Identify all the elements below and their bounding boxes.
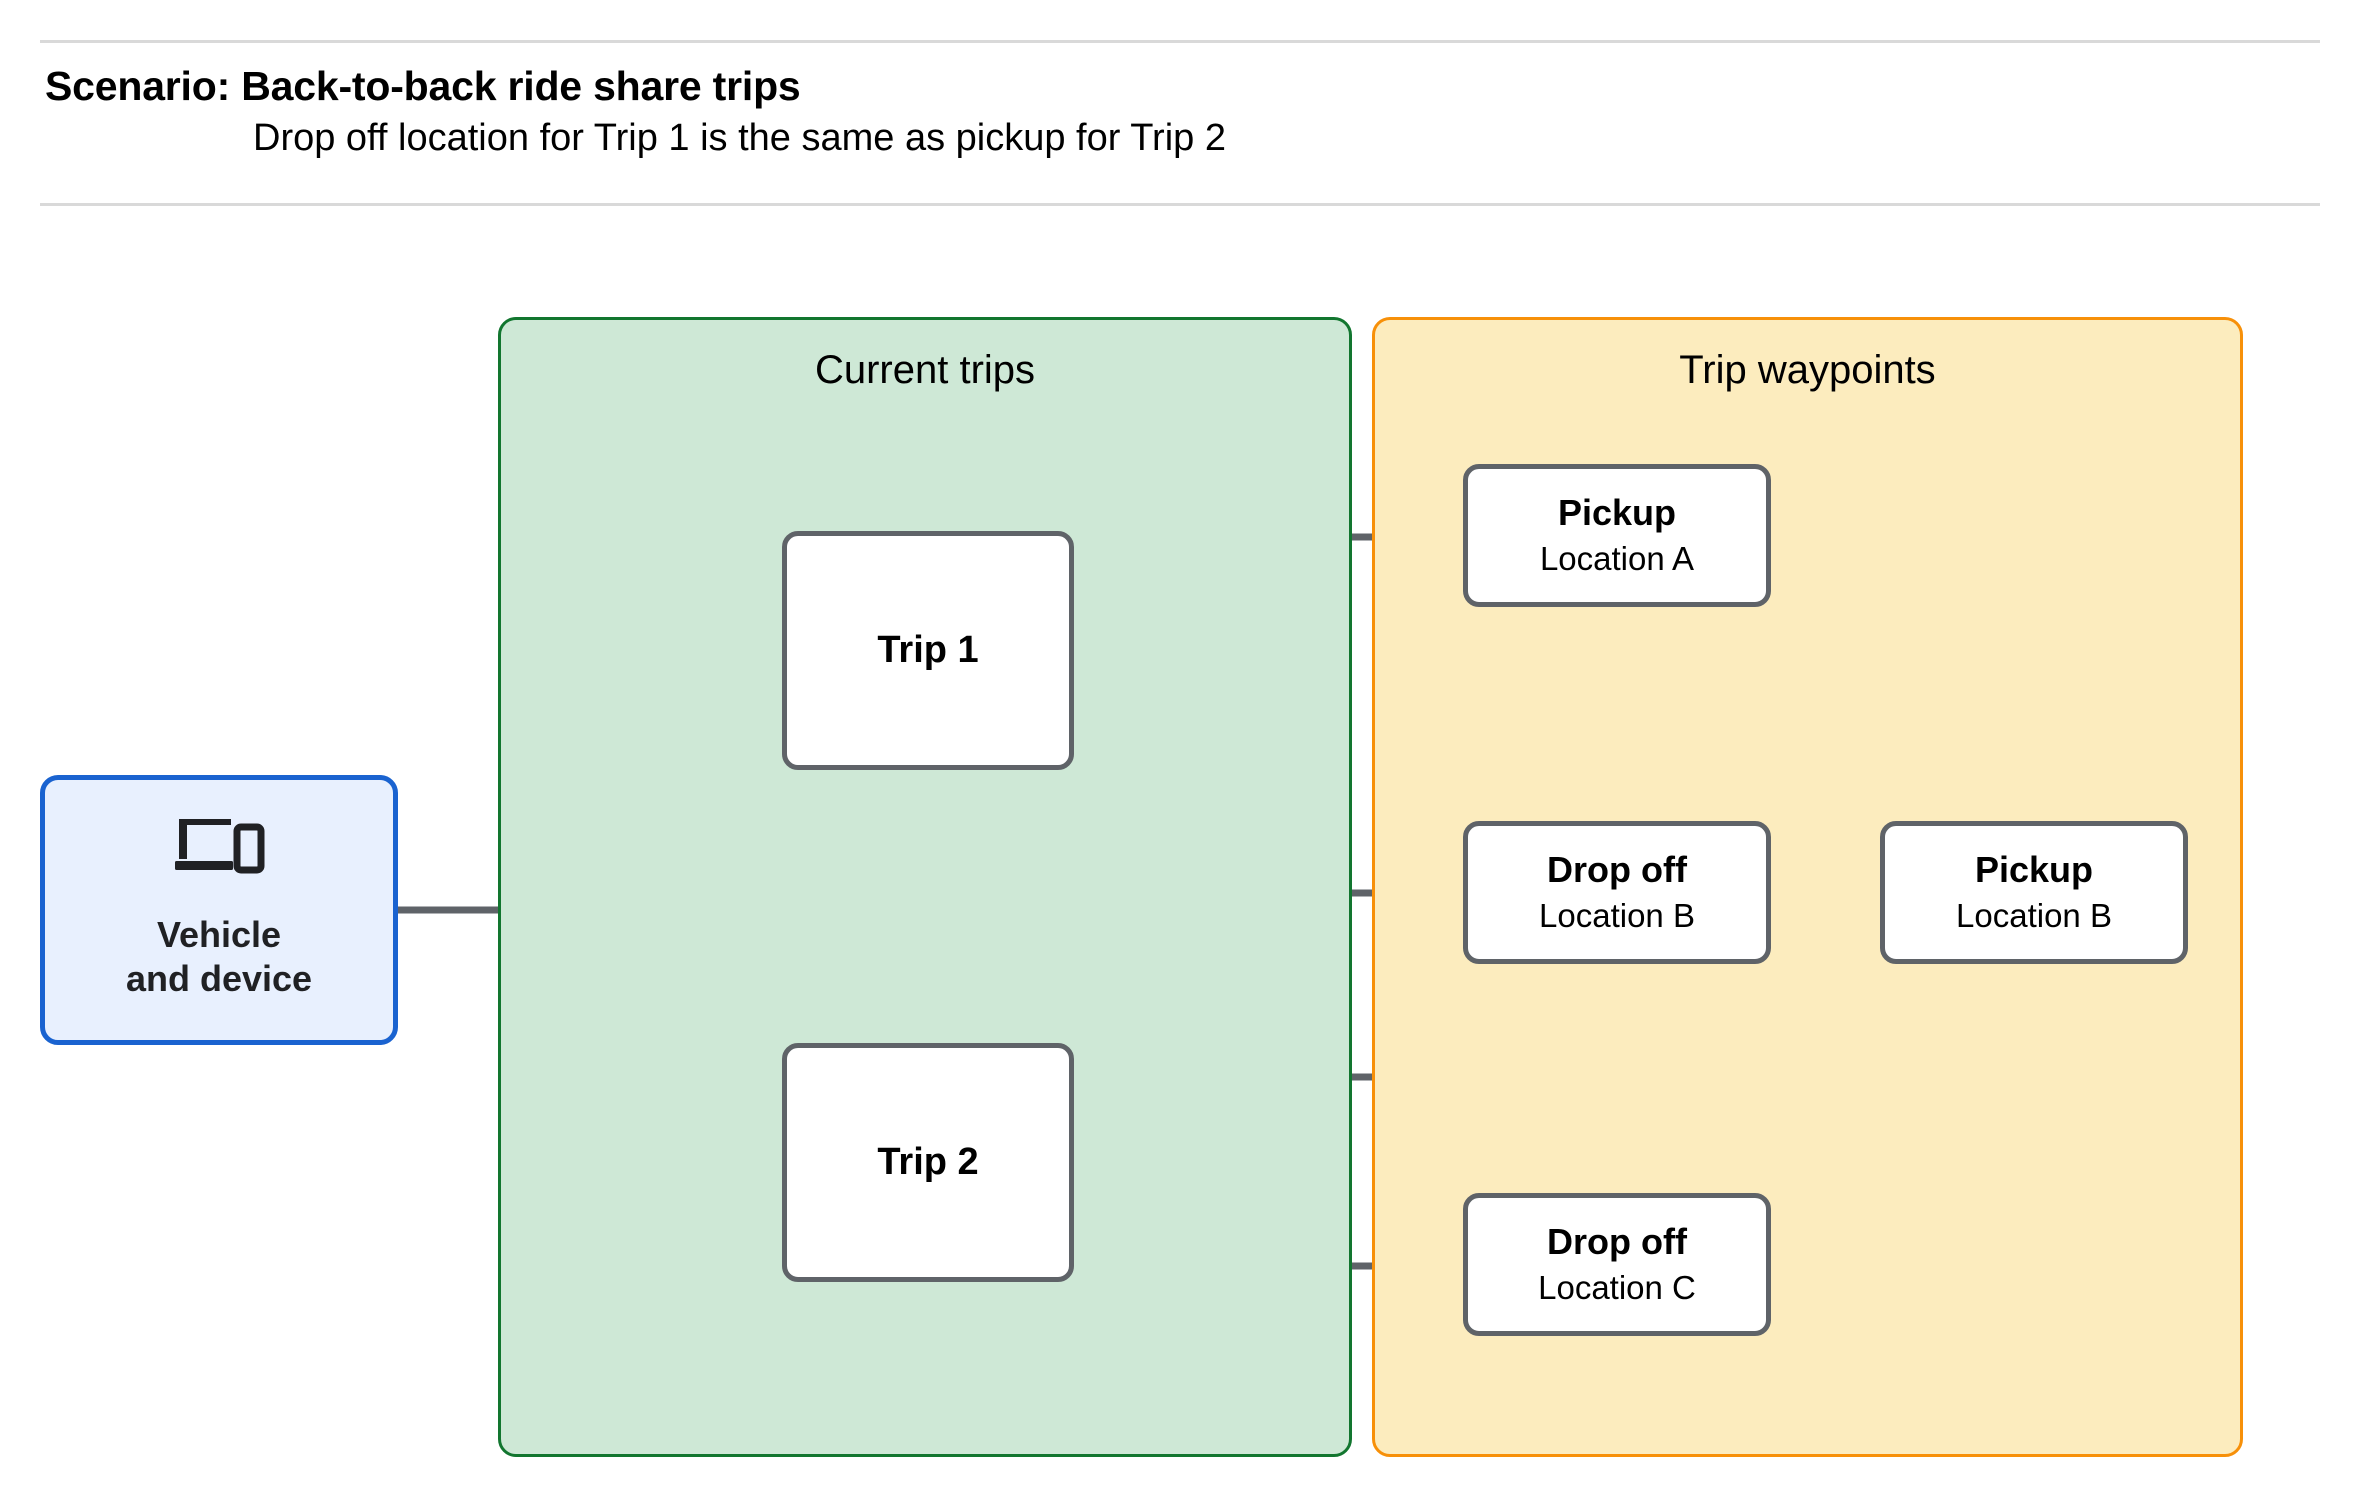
node-waypoint-dropoff-c[interactable]: Drop off Location C	[1463, 1193, 1771, 1336]
node-trip-1[interactable]: Trip 1	[782, 531, 1074, 770]
waypoint-location: Location B	[1539, 896, 1695, 934]
header: Scenario: Back-to-back ride share trips …	[45, 62, 2295, 162]
waypoint-location: Location C	[1538, 1268, 1696, 1306]
waypoint-type: Pickup	[1557, 492, 1677, 534]
laptop-and-phone-icon	[173, 811, 265, 879]
waypoint-type: Drop off	[1547, 849, 1687, 891]
waypoint-type: Pickup	[1974, 849, 2094, 891]
group-current-trips: Current trips	[498, 317, 1352, 1457]
node-waypoint-pickup-b[interactable]: Pickup Location B	[1880, 821, 2188, 964]
page-subtitle: Drop off location for Trip 1 is the same…	[253, 117, 1226, 160]
node-trip-2-label: Trip 2	[877, 1140, 979, 1183]
node-waypoint-pickup-a[interactable]: Pickup Location A	[1463, 464, 1771, 607]
waypoint-location: Location B	[1956, 896, 2112, 934]
header-top-divider	[40, 40, 2320, 43]
group-trip-waypoints-title: Trip waypoints	[1679, 348, 1936, 392]
group-current-trips-title: Current trips	[814, 348, 1036, 392]
header-bottom-divider	[40, 203, 2320, 206]
page-title: Scenario: Back-to-back ride share trips	[45, 63, 801, 109]
waypoint-type: Drop off	[1547, 1221, 1687, 1263]
node-vehicle-label: Vehicle and device	[125, 914, 313, 999]
node-trip-1-label: Trip 1	[877, 628, 979, 671]
node-vehicle-and-device[interactable]: Vehicle and device	[40, 775, 398, 1045]
node-waypoint-dropoff-b[interactable]: Drop off Location B	[1463, 821, 1771, 964]
waypoint-location: Location A	[1539, 539, 1695, 577]
node-trip-2[interactable]: Trip 2	[782, 1043, 1074, 1282]
